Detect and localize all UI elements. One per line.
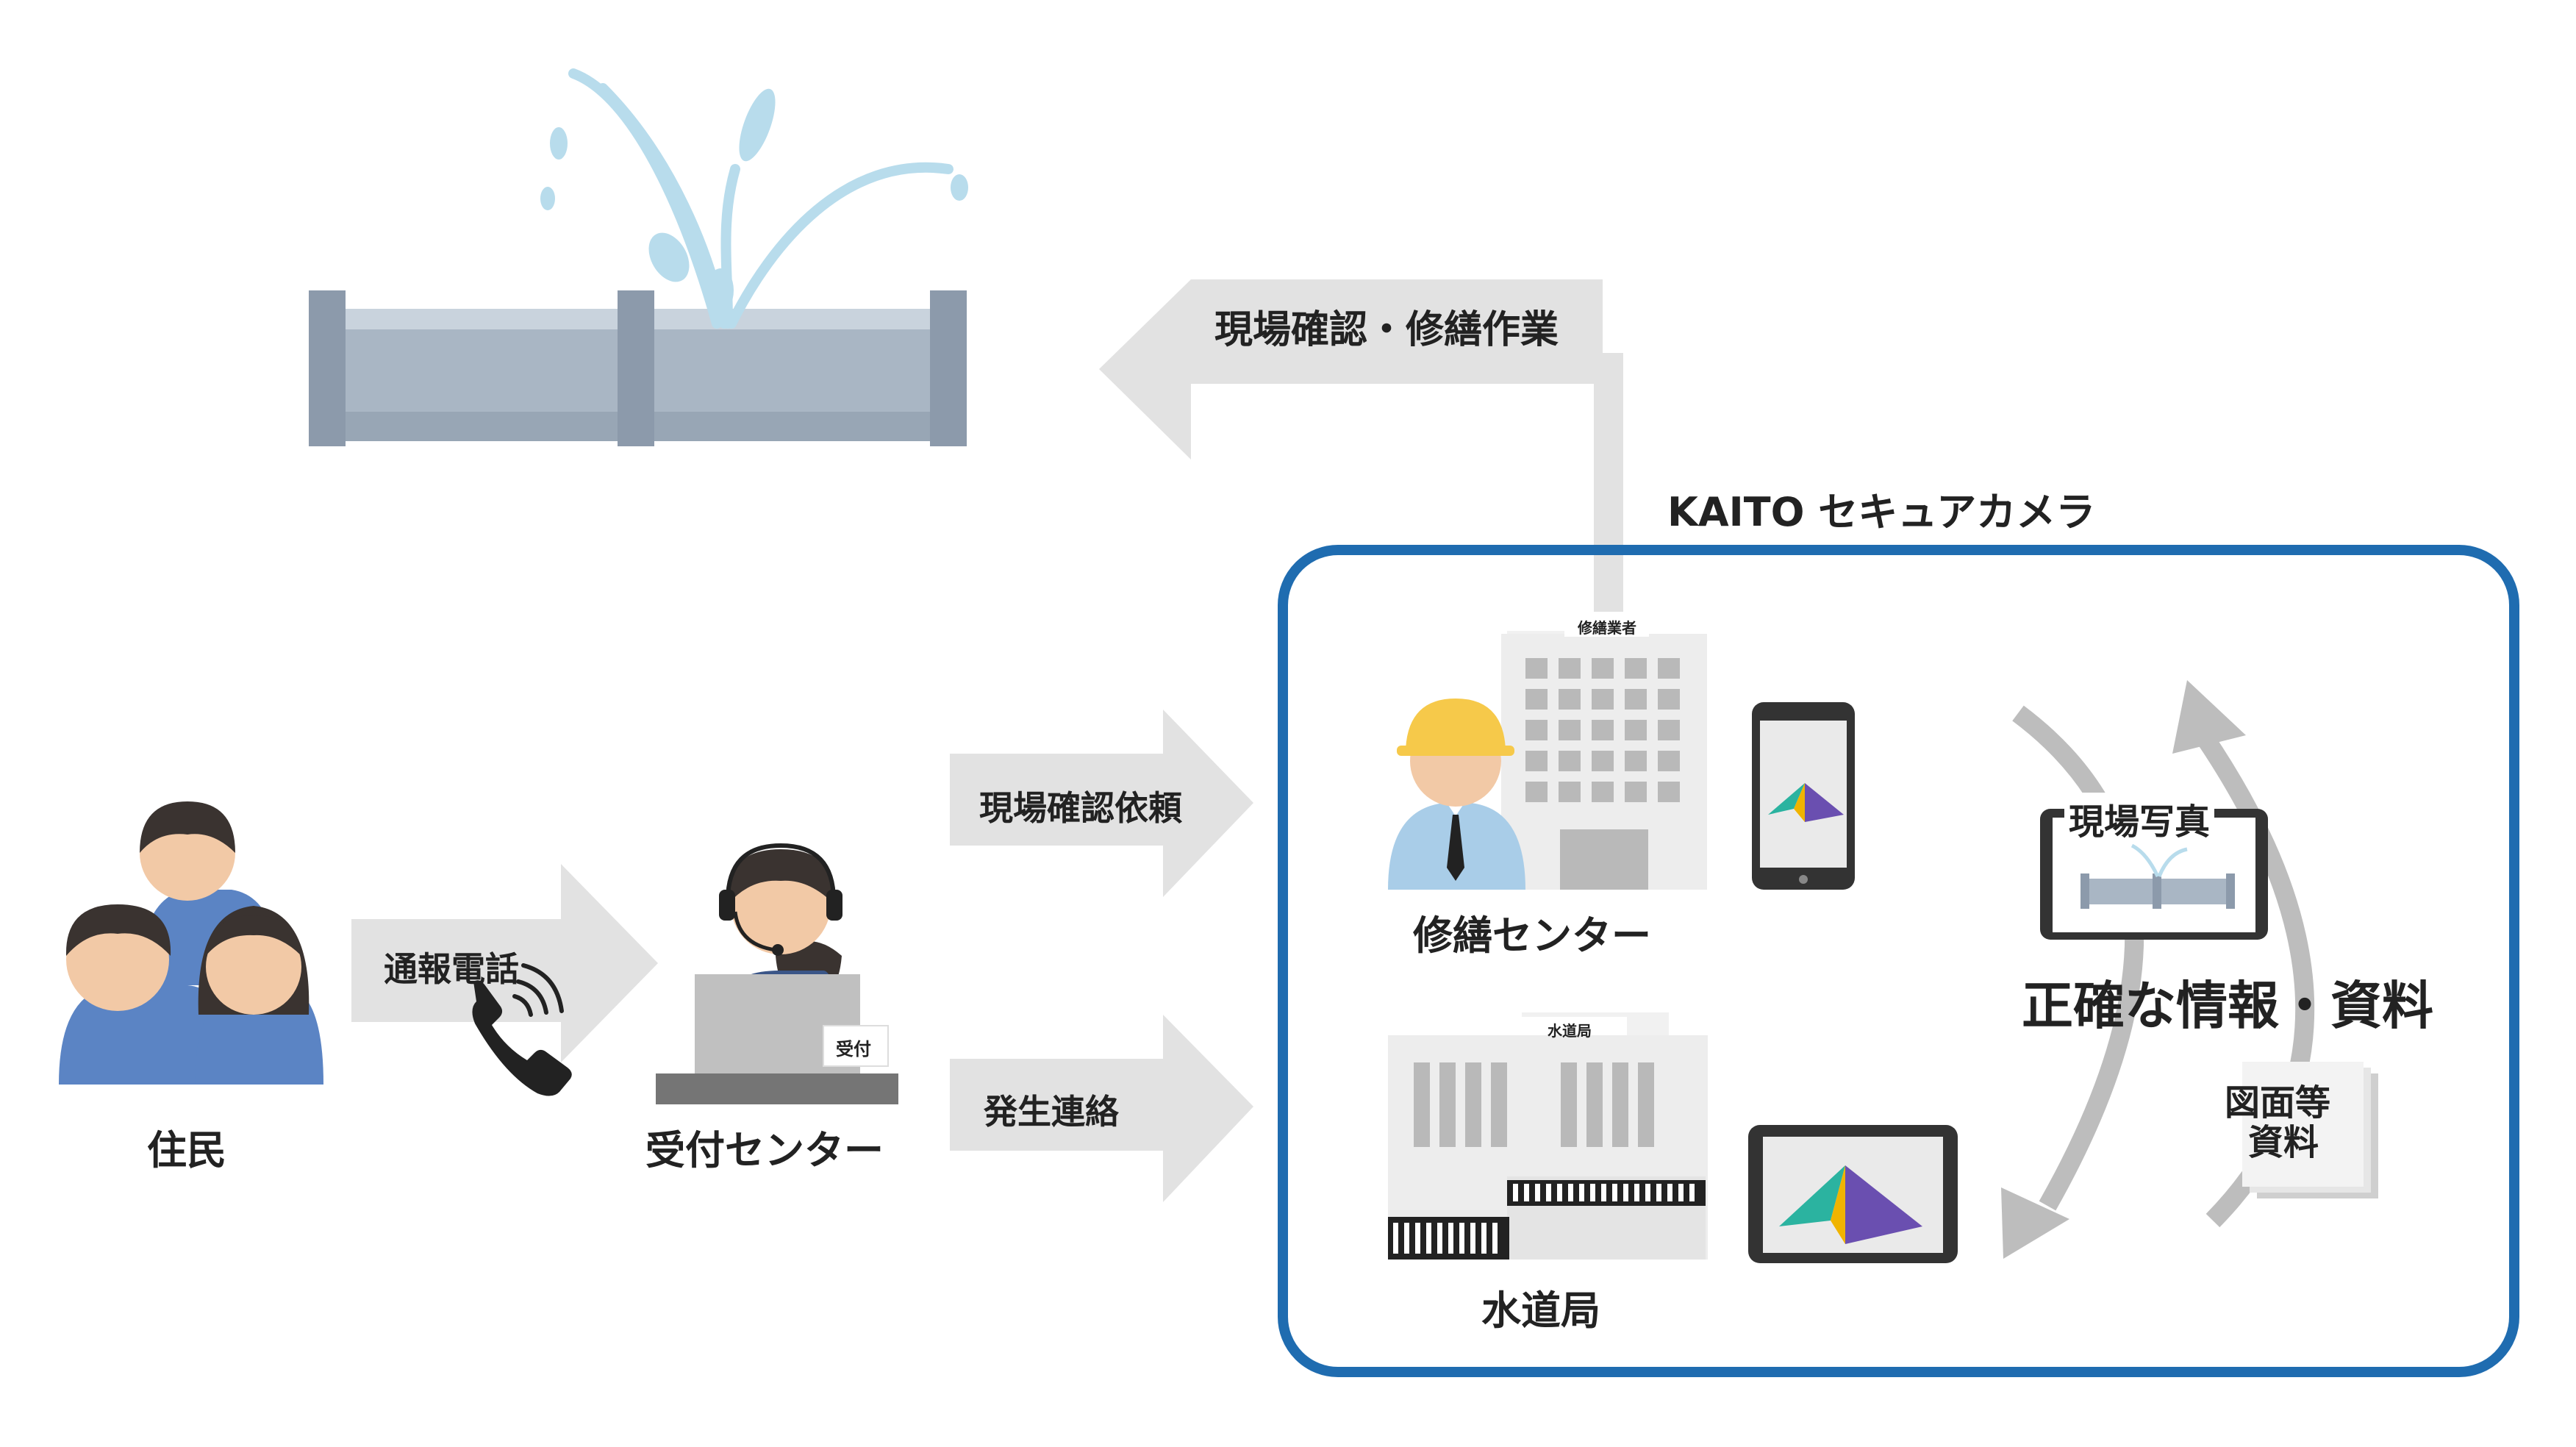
accurate-info-label: 正確な情報・資料 [2022, 976, 2433, 1036]
telephone-icon [472, 963, 572, 1096]
residents-icon [59, 801, 323, 1085]
site-photo-label: 現場写真 [2064, 793, 2215, 844]
site-repair-arrow [1099, 279, 1623, 618]
site-repair-label: 現場確認・修繕作業 [1214, 308, 1559, 352]
notify-arrow [950, 1015, 1253, 1202]
waterworks-building-icon [1388, 1012, 1708, 1260]
kaito-title: KAITO セキュアカメラ [1667, 489, 2096, 535]
kaito-frame [1278, 545, 2519, 1377]
drawings-label-line2: 資料 [2248, 1122, 2319, 1163]
operator-icon [656, 843, 898, 1104]
request-label: 現場確認依頼 [979, 788, 1182, 828]
repair-building-sign: 修繕業者 [1578, 619, 1636, 637]
request-arrow [950, 710, 1253, 897]
waterworks-building-sign: 水道局 [1548, 1022, 1592, 1040]
reception-label: 受付センター [645, 1127, 884, 1173]
call-label: 通報電話 [384, 949, 519, 989]
residents-label: 住民 [147, 1127, 226, 1173]
building-icon [1501, 612, 1707, 890]
smartphone-icon [1752, 702, 1855, 890]
document-icon [2242, 1062, 2378, 1198]
reception-desk-sign: 受付 [836, 1039, 871, 1060]
tablet-icon [1748, 1125, 1958, 1263]
waterworks-label: 水道局 [1481, 1287, 1600, 1334]
leaking-pipe-icon [309, 68, 968, 446]
repair-center-label: 修繕センター [1413, 912, 1651, 959]
worker-icon [1388, 699, 1525, 890]
drawings-label-line1: 図面等 [2225, 1082, 2331, 1123]
notify-label: 発生連絡 [984, 1092, 1119, 1132]
